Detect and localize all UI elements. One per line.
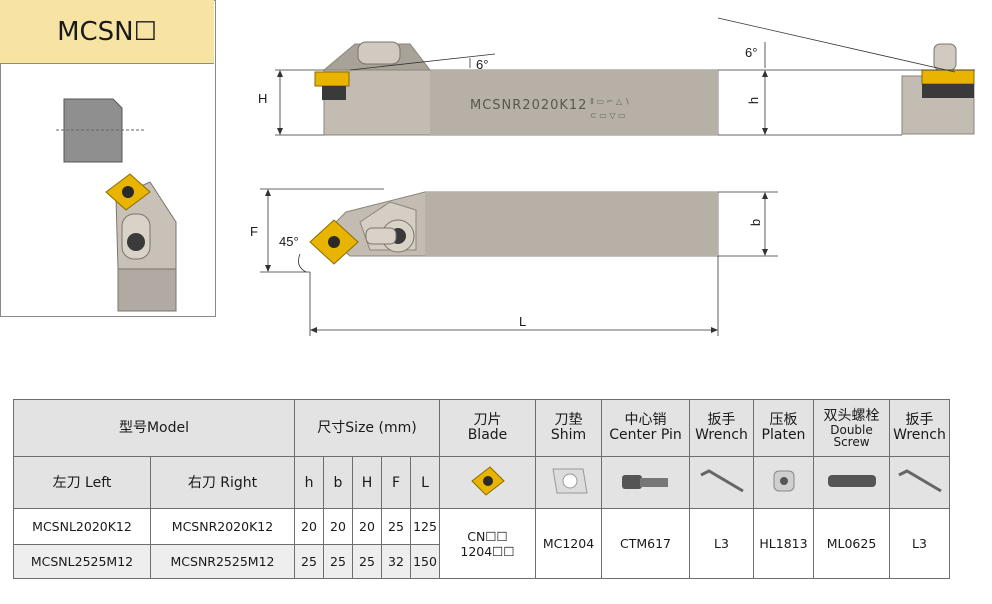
row1-F: 25 [381, 508, 411, 545]
subheader-b: b [323, 456, 353, 509]
blade-code: CN☐☐1204☐☐ [439, 508, 536, 579]
model-card: MCSN☐ [0, 0, 216, 317]
platen-image [753, 456, 814, 509]
angle-45-label: 45° [279, 234, 299, 249]
dim-h-label: h [746, 96, 762, 105]
wrench-code: L3 [689, 508, 754, 579]
double-screw-image [813, 456, 890, 509]
wrench-2-image [889, 456, 950, 509]
shim-image [535, 456, 602, 509]
subheader-L: L [410, 456, 440, 509]
row1-L: 125 [410, 508, 440, 545]
row1-b: 20 [323, 508, 353, 545]
row2-L: 150 [410, 544, 440, 579]
platen-code: HL1813 [753, 508, 814, 579]
row2-right-model: MCSNR2525M12 [150, 544, 295, 579]
center-pin-code: CTM617 [601, 508, 690, 579]
blade-image [439, 456, 536, 509]
center-pin-image [601, 456, 690, 509]
header-size: 尺寸Size (mm) [294, 399, 440, 457]
dim-F-label: F [250, 224, 258, 239]
subheader-F: F [381, 456, 411, 509]
row2-H: 25 [352, 544, 382, 579]
row1-H: 20 [352, 508, 382, 545]
insert-side [314, 71, 350, 87]
double-screw-code: ML0625 [813, 508, 890, 579]
row2-h: 25 [294, 544, 324, 579]
wrench-image [689, 456, 754, 509]
model-title: MCSN☐ [0, 0, 214, 64]
row2-b: 25 [323, 544, 353, 579]
clamp-top [357, 41, 401, 65]
row2-left-model: MCSNL2525M12 [13, 544, 151, 579]
insert-closeup-illustration [56, 98, 177, 312]
angle-6-left: 6° [476, 57, 489, 72]
svg-text:Ⅱ ▭ ⌐ △ ∖: Ⅱ ▭ ⌐ △ ∖ [590, 97, 630, 106]
subheader-left: 左刀 Left [13, 456, 151, 509]
tool-dimension-drawing: MCSNR2020K12 Ⅱ ▭ ⌐ △ ∖ ⊂ ▭ ▽ ▭ [260, 17, 975, 336]
angle-6-right: 6° [745, 45, 758, 60]
subheader-h: h [294, 456, 324, 509]
subheader-H: H [352, 456, 382, 509]
tool-engraving: MCSNR2020K12 [470, 98, 587, 113]
header-model: 型号Model [13, 399, 295, 457]
row1-right-model: MCSNR2020K12 [150, 508, 295, 545]
svg-text:⊂ ▭ ▽ ▭: ⊂ ▭ ▽ ▭ [590, 111, 626, 120]
shim-code: MC1204 [535, 508, 602, 579]
dim-b-label: b [748, 218, 764, 227]
subheader-right: 右刀 Right [150, 456, 295, 509]
row1-h: 20 [294, 508, 324, 545]
wrench-2-code: L3 [889, 508, 950, 579]
row2-F: 32 [381, 544, 411, 579]
dim-H-label: H [258, 91, 268, 106]
row1-left-model: MCSNL2020K12 [13, 508, 151, 545]
dim-L-label: L [519, 314, 527, 329]
